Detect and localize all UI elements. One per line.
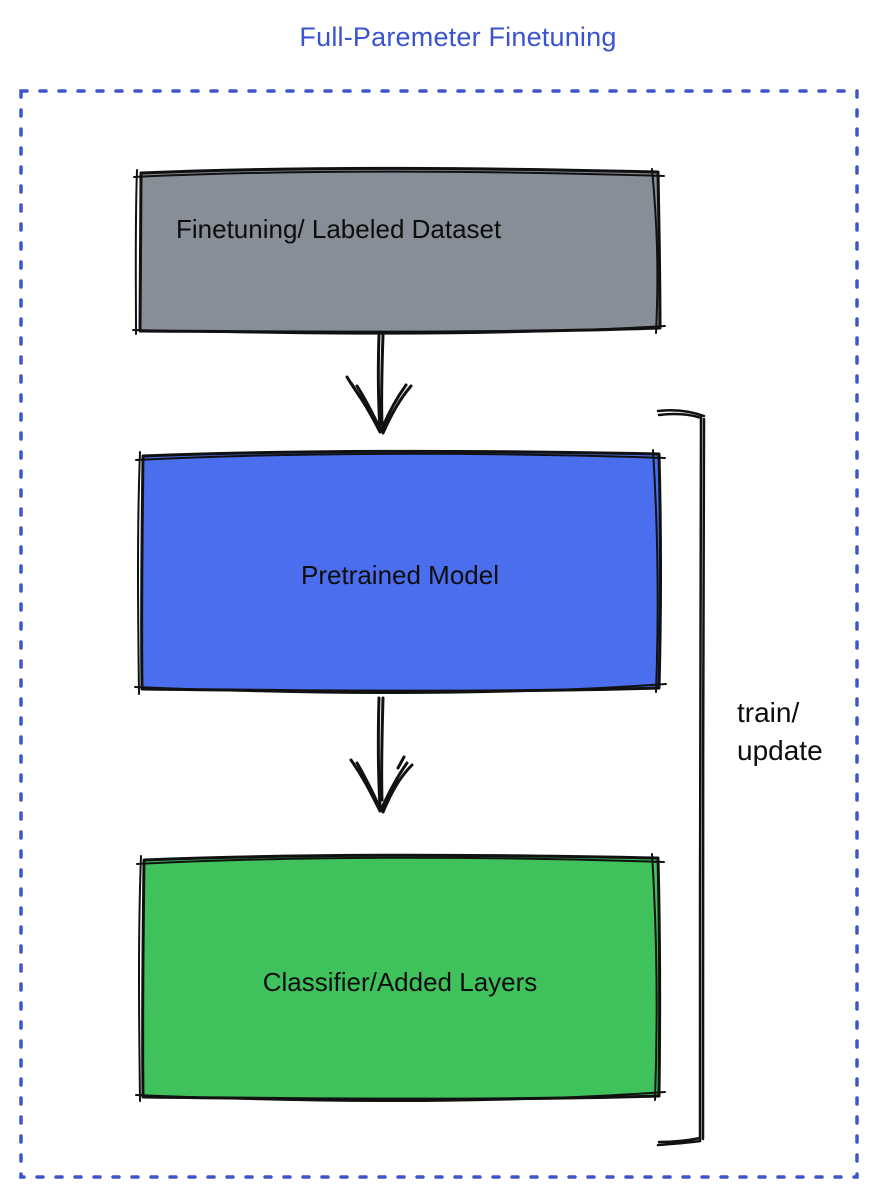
pretrained-box-shape	[140, 449, 662, 693]
down-arrow-icon-1	[345, 333, 413, 435]
train-update-label: train/ update	[737, 697, 823, 766]
pretrained-box-sketch-stroke	[134, 449, 667, 695]
dataset-box-label: Finetuning/ Labeled Dataset	[176, 214, 502, 244]
diagram-title: Full-Paremeter Finetuning	[299, 22, 617, 52]
train-loop-bracket-icon	[656, 408, 706, 1147]
pretrained-box-label: Pretrained Model	[301, 560, 499, 590]
dataset-box-sketch-stroke	[132, 168, 666, 335]
classifier-box-shape	[141, 853, 662, 1101]
down-arrow-icon-2	[349, 696, 414, 814]
classifier-box-sketch-stroke	[135, 853, 666, 1102]
dotted-boundary	[19, 89, 859, 1179]
dataset-box-shape	[138, 166, 662, 334]
classifier-box-label: Classifier/Added Layers	[262, 967, 538, 997]
